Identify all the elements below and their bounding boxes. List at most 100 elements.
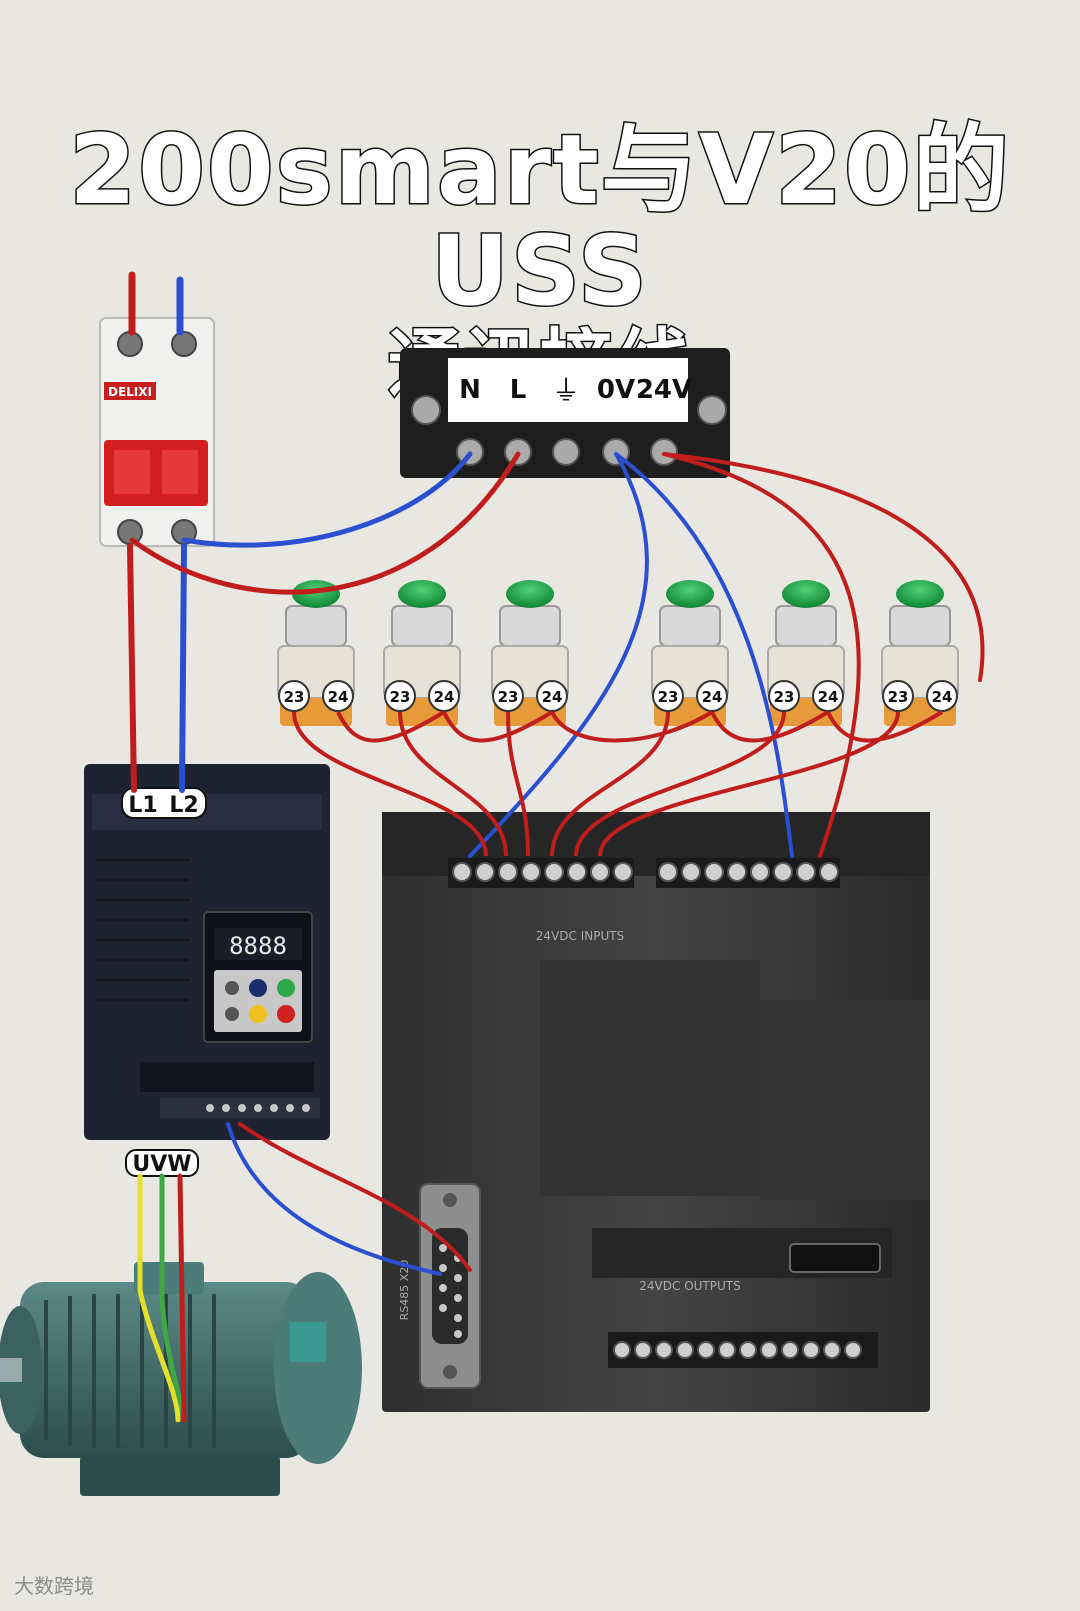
inverter-l2-label: L2 [169, 793, 198, 818]
wire-button-input-2 [398, 711, 508, 857]
plc-output-screw [676, 1341, 694, 1359]
plc-output-screw [697, 1341, 715, 1359]
plc-output-screw [613, 1341, 631, 1359]
wire-24v-loop-1 [662, 452, 985, 682]
plc-output-screw [655, 1341, 673, 1359]
plc-input-screw [750, 862, 770, 882]
button-terminal-23: 23 [390, 688, 411, 706]
wire-button-input-6 [598, 711, 900, 857]
wire-button-chain-1 [336, 710, 446, 743]
wire-button-input-4 [550, 711, 670, 857]
plc-output-screw [739, 1341, 757, 1359]
button-cap [398, 580, 446, 608]
pushbutton-4[interactable]: 23 24 [651, 580, 729, 726]
plc-output-screw [634, 1341, 652, 1359]
wire-button-chain-4 [710, 710, 830, 743]
plc-input-screw [819, 862, 839, 882]
wire-breaker-psu-red [129, 451, 521, 595]
breaker-brand: DELIXI [108, 385, 152, 399]
button-cap [896, 580, 944, 608]
inverter-display: 8888 [229, 932, 287, 960]
button-terminal-24: 24 [702, 688, 723, 706]
watermark: 大数跨境 [14, 1574, 94, 1598]
plc-input-screw [796, 862, 816, 882]
plc-output-screw [844, 1341, 862, 1359]
plc-output-screw [781, 1341, 799, 1359]
wire-button-chain-3 [550, 710, 714, 743]
plc-output-screw [823, 1341, 841, 1359]
button-terminal-23: 23 [498, 688, 519, 706]
wire-24v-loop-2 [662, 452, 861, 858]
circuit-breaker: DELIXI [99, 317, 215, 547]
wire-rs485-blue [226, 1122, 442, 1276]
plc-output-screw [802, 1341, 820, 1359]
wires [127, 271, 985, 1423]
plc-output-screw [760, 1341, 778, 1359]
psu-label-n: N [459, 375, 481, 405]
plc-input-screw [590, 862, 610, 882]
plc-output-screw [718, 1341, 736, 1359]
plc-inputs-label: 24VDC INPUTS [536, 929, 624, 943]
plc-input-screw [475, 862, 495, 882]
button-terminal-23: 23 [284, 688, 305, 706]
wire-button-input-1 [292, 711, 488, 857]
wire-button-input-3 [506, 711, 530, 857]
button-wires [292, 710, 944, 857]
plc-input-terminals [452, 862, 839, 882]
plc-200smart: 24VDC INPUTS 24VDC OUTPUTS RS485 X20 [382, 812, 930, 1412]
plc-input-screw [773, 862, 793, 882]
button-cap [782, 580, 830, 608]
plc-input-screw [704, 862, 724, 882]
inverter-uvw-label: UVW [132, 1152, 191, 1177]
title-line-1: 200smart与V20的USS [68, 114, 1011, 327]
button-terminal-24: 24 [434, 688, 455, 706]
wire-breaker-l1 [127, 543, 137, 793]
wire-motor-u [137, 1173, 181, 1423]
button-terminal-23: 23 [658, 688, 679, 706]
wire-breaker-psu-blue [181, 451, 473, 548]
plc-input-screw [613, 862, 633, 882]
plc-input-screw [544, 862, 564, 882]
rs485-label: RS485 X20 [398, 1260, 411, 1321]
wire-motor-w [177, 1173, 187, 1423]
psu-label-24v: 24V [636, 375, 692, 405]
pushbutton-2[interactable]: 23 24 [383, 580, 461, 726]
psu-label-ground: ⏚ [552, 374, 580, 407]
plc-input-screw [658, 862, 678, 882]
wire-button-chain-2 [442, 710, 554, 743]
wire-rs485-red [238, 1122, 472, 1272]
plc-input-screw [452, 862, 472, 882]
diagram-title: 200smart与V20的USS 通讯接线 [0, 114, 1080, 404]
pushbutton-5[interactable]: 23 24 [767, 580, 845, 726]
plc-input-screw [498, 862, 518, 882]
wire-breaker-l2 [179, 543, 187, 793]
plc-input-screw [681, 862, 701, 882]
psu-label-l: L [510, 375, 527, 405]
power-supply: N L ⏚ 0V 24V [400, 348, 730, 478]
button-terminal-24: 24 [818, 688, 839, 706]
button-terminal-24: 24 [542, 688, 563, 706]
button-terminal-23: 23 [888, 688, 909, 706]
wire-0v-plc-2 [614, 452, 794, 858]
button-terminal-24: 24 [932, 688, 953, 706]
wire-button-chain-5 [826, 710, 944, 743]
inverter-v20: 8888 L1 L2 UVW [84, 764, 330, 1177]
plc-outputs-label: 24VDC OUTPUTS [639, 1279, 740, 1293]
plc-input-screw [567, 862, 587, 882]
pushbutton-1[interactable]: 23 24 [277, 580, 355, 726]
plc-input-screw [727, 862, 747, 882]
psu-label-0v: 0V [597, 375, 635, 405]
motor [0, 1262, 362, 1496]
inverter-l1-label: L1 [128, 793, 157, 818]
pushbutton-6[interactable]: 23 24 [881, 580, 959, 726]
button-cap [666, 580, 714, 608]
pushbutton-3[interactable]: 23 24 [491, 580, 569, 726]
button-cap [506, 580, 554, 608]
button-terminal-23: 23 [774, 688, 795, 706]
plc-input-screw [521, 862, 541, 882]
wire-button-input-5 [574, 711, 786, 857]
breaker-brand-badge [104, 382, 156, 400]
plc-output-terminals [613, 1341, 862, 1359]
button-terminal-24: 24 [328, 688, 349, 706]
